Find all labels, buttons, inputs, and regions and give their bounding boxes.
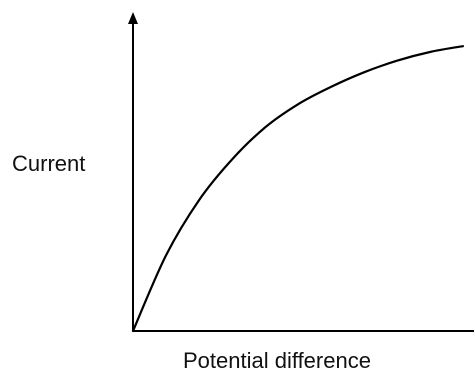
current-vs-voltage-curve bbox=[131, 45, 465, 333]
y-axis-arrow bbox=[128, 12, 138, 24]
x-axis-label: Potential difference bbox=[183, 348, 371, 373]
y-axis-label: Current bbox=[12, 151, 85, 176]
plot-area bbox=[128, 12, 474, 333]
